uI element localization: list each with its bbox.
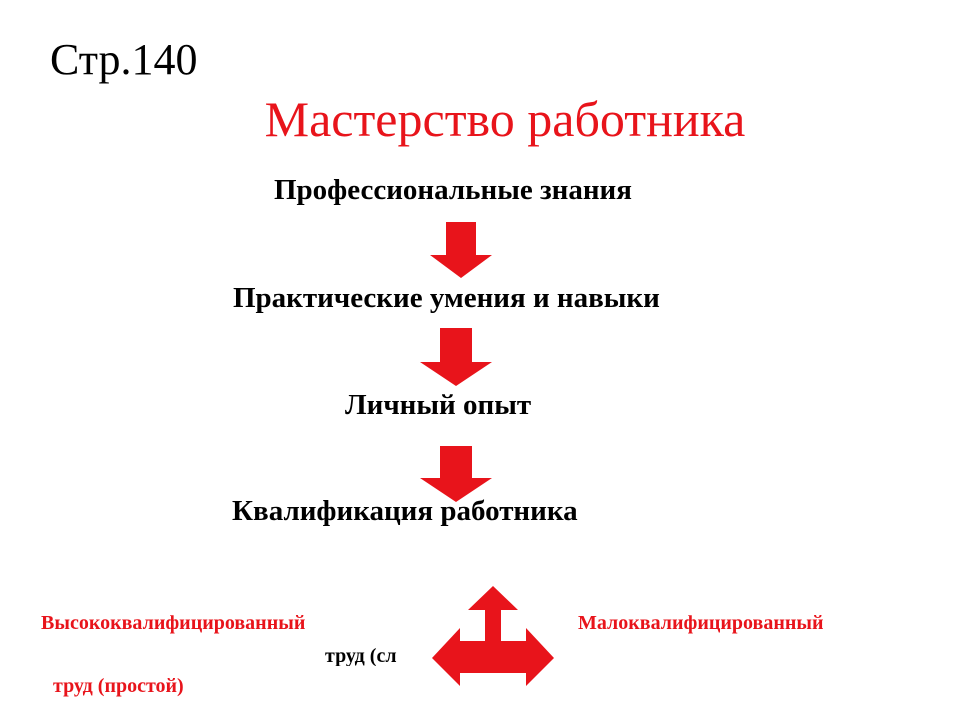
down-arrow-icon: [420, 446, 492, 502]
label-labor-complex: труд (сл: [325, 646, 397, 666]
down-arrow-icon: [420, 328, 492, 386]
page-reference: Стр.140: [50, 35, 198, 84]
label-low-qualified: Малоквалифицированный: [578, 612, 824, 634]
label-highly-qualified: Высококвалифицированный: [41, 612, 306, 634]
step-professional-knowledge: Профессиональные знания: [274, 174, 632, 206]
step-worker-qualification: Квалификация работника: [232, 495, 578, 527]
slide-title: Мастерство работника: [264, 91, 746, 147]
down-arrow-icon: [430, 222, 492, 278]
step-personal-experience: Личный опыт: [345, 389, 532, 421]
three-way-arrow-icon: [432, 586, 554, 686]
step-practical-skills: Практические умения и навыки: [233, 282, 660, 314]
label-labor-simple: труд (простой): [53, 675, 184, 697]
